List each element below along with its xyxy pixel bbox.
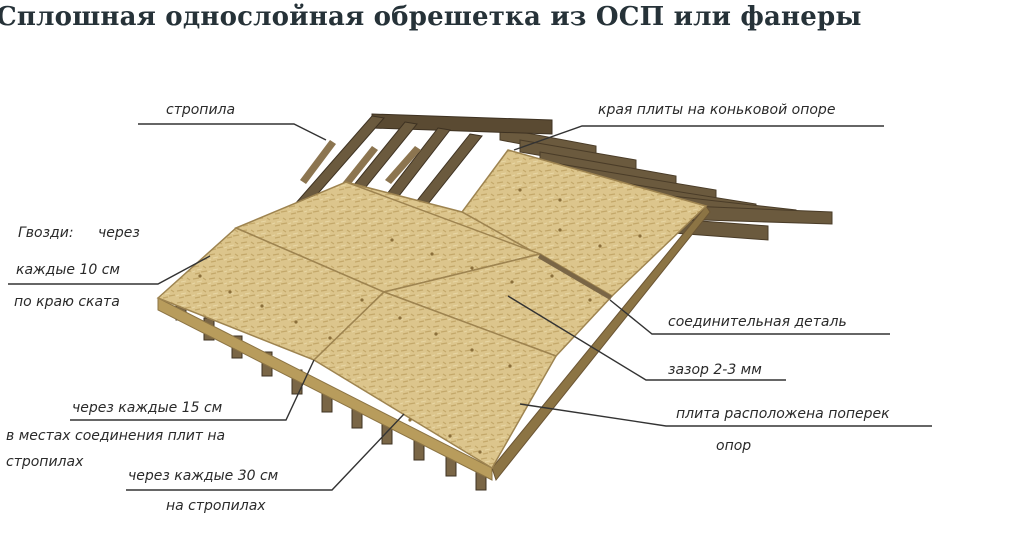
leader-ridge-edges [513,125,884,151]
label-ridge-edges: края плиты на коньковой опоре [598,102,836,118]
label-plate-supports: опор [716,438,752,454]
leader-gap [507,295,786,381]
label-on-rafters: на стропилах [166,498,266,514]
plate-gap [538,254,612,300]
leader-connector [609,299,890,335]
label-nails-every10: каждые 10 см [16,262,120,278]
nails [198,188,642,454]
leader-every30 [126,413,405,491]
label-plate-across: плита расположена поперек [676,406,890,422]
label-joints-line1: в местах соединения плит на [6,428,226,444]
sheathing-edge-right [491,205,711,482]
label-every15: через каждые 15 см [72,400,223,416]
label-nails-through: через [98,225,140,241]
leader-nails-edge [8,255,211,285]
leader-every15 [70,359,315,421]
label-nails-edge: по краю ската [14,294,120,310]
leader-plate [519,403,932,427]
label-rafters: стропила [166,102,236,118]
label-nails-title: Гвозди: [18,225,74,241]
label-joints-line2: стропилах [6,454,84,470]
page-title: Сплошная однослойная обрешетка из ОСП ил… [0,2,862,32]
label-gap: зазор 2-3 мм [668,362,762,378]
label-every30: через каждые 30 см [128,468,279,484]
label-connector: соединительная деталь [668,314,847,330]
leader-rafters [138,123,327,141]
osb-sheet-front [312,291,558,470]
leader-lines [8,123,932,491]
sheathing-edge-front [157,297,493,481]
